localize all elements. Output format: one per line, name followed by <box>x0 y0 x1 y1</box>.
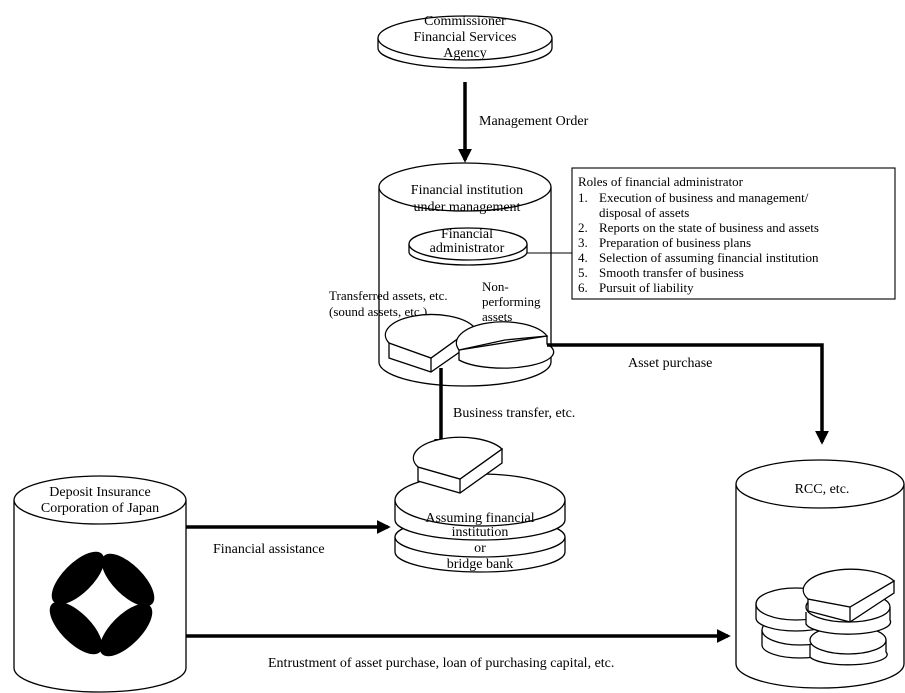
role-item-1b-text: disposal of assets <box>599 205 689 220</box>
rcc-label: RCC, etc. <box>795 482 850 497</box>
dic-line-2: Corporation of Japan <box>41 501 159 516</box>
non-performing-pie-piece <box>455 321 555 369</box>
commissioner-line-1: Commissioner <box>424 14 506 29</box>
role-item-3-num: 3. <box>578 235 588 250</box>
management-order-label: Management Order <box>479 114 589 129</box>
institution-title-line-2: under management <box>414 200 521 215</box>
rcc-node: RCC, etc. <box>735 459 905 689</box>
non-performing-line-1: Non- <box>482 279 509 294</box>
institution-under-management-node: Financial institution under management F… <box>329 162 555 387</box>
transferred-assets-line-2: (sound assets, etc.) <box>329 304 427 319</box>
administrator-line-2: administrator <box>430 241 505 256</box>
transferred-assets-pie-piece <box>384 313 475 373</box>
roles-title: Roles of financial administrator <box>578 174 744 189</box>
role-item-4-num: 4. <box>578 250 588 265</box>
assuming-line-3: or <box>474 541 486 556</box>
asset-purchase-arrow <box>547 343 829 445</box>
transferred-assets-line-1: Transferred assets, etc. <box>329 288 448 303</box>
role-item-2-text: Reports on the state of business and ass… <box>599 220 819 235</box>
commissioner-line-2: Financial Services <box>413 30 516 45</box>
institution-title-line-1: Financial institution <box>411 183 523 198</box>
assuming-institution-node: Assuming financial institution or bridge… <box>394 436 566 573</box>
financial-administrator-disk: Financial administrator <box>408 227 528 266</box>
role-item-5-text: Smooth transfer of business <box>599 265 744 280</box>
dic-node: Deposit Insurance Corporation of Japan <box>13 475 187 693</box>
dic-line-1: Deposit Insurance <box>49 485 150 500</box>
dic-logo <box>49 551 155 657</box>
role-item-2-num: 2. <box>578 220 588 235</box>
financial-assistance-label: Financial assistance <box>213 542 325 557</box>
commissioner-node: Commissioner Financial Services Agency <box>377 14 553 69</box>
asset-purchase-label: Asset purchase <box>628 356 712 371</box>
entrustment-label: Entrustment of asset purchase, loan of p… <box>268 656 614 671</box>
assuming-line-4: bridge bank <box>447 557 513 572</box>
role-item-4-text: Selection of assuming financial institut… <box>599 250 819 265</box>
assuming-line-2: institution <box>452 525 509 540</box>
non-performing-line-2: performing <box>482 294 541 309</box>
role-item-3-text: Preparation of business plans <box>599 235 751 250</box>
role-item-6-text: Pursuit of liability <box>599 280 694 295</box>
assuming-line-1: Assuming financial <box>425 511 534 526</box>
rcc-asset-pieces <box>755 568 896 666</box>
business-transfer-label: Business transfer, etc. <box>453 406 575 421</box>
role-item-1-num: 1. <box>578 190 588 205</box>
non-performing-line-3: assets <box>482 309 512 324</box>
commissioner-line-3: Agency <box>443 46 487 61</box>
role-item-1-text: Execution of business and management/ <box>599 190 809 205</box>
role-item-6-num: 6. <box>578 280 588 295</box>
roles-box: Roles of financial administrator 1. Exec… <box>571 167 896 300</box>
administrator-line-1: Financial <box>441 227 493 242</box>
role-item-5-num: 5. <box>578 265 588 280</box>
